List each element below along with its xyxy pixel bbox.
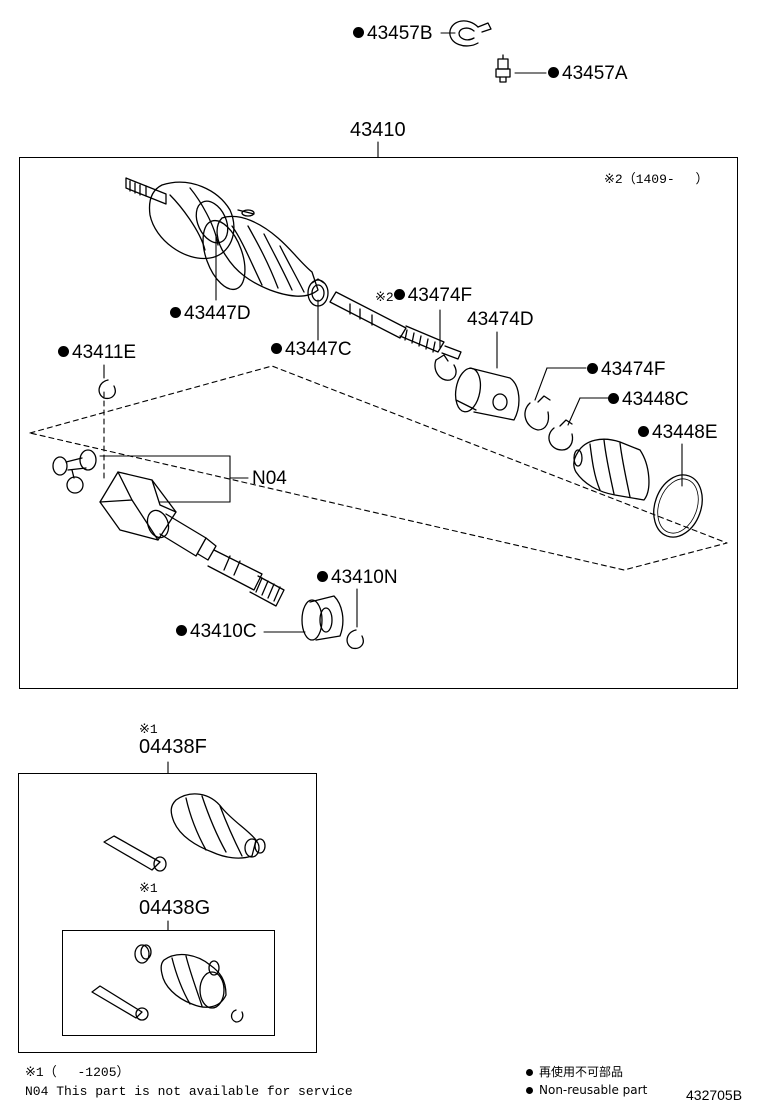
main-assembly-frame <box>19 157 738 689</box>
part-label-43410n[interactable]: 43410N <box>317 568 398 587</box>
non-reusable-dot-icon <box>176 625 187 636</box>
part-label-04438f[interactable]: 04438F <box>139 736 207 758</box>
boot-clamp-43448c <box>548 419 574 451</box>
non-reusable-dot-icon <box>587 363 598 374</box>
part-label-43410[interactable]: 43410 <box>350 119 406 141</box>
boot-clamp-43447c <box>307 278 329 307</box>
non-reusable-dot-icon <box>58 346 69 357</box>
non-reusable-dot-icon <box>271 343 282 354</box>
part-label-43457b[interactable]: 43457B <box>353 24 433 43</box>
kit-04438f-note: ※1 <box>139 722 158 737</box>
boot-kit-04438f-contents <box>103 793 266 872</box>
range-note: ※2（1409- ） <box>604 172 709 187</box>
snap-ring-43411e <box>98 379 116 400</box>
boot-clamp-43447d <box>202 219 246 291</box>
part-label-43448c[interactable]: 43448C <box>608 390 689 409</box>
non-reusable-dot-icon <box>170 307 181 318</box>
tripod-joint <box>52 449 97 494</box>
leader-lines <box>99 32 683 931</box>
inboard-joint-group-outline <box>29 365 728 571</box>
diagram-id: 432705B <box>686 1087 743 1103</box>
part-label-43474d[interactable]: 43474D <box>467 309 534 330</box>
legend: 再使用不可部品 Non-reusable part <box>526 1063 647 1099</box>
inboard-joint-housing <box>99 471 177 541</box>
non-reusable-dot-icon <box>608 393 619 404</box>
part-label-n04[interactable]: N04 <box>252 468 287 489</box>
outboard-joint-assembly <box>125 177 319 297</box>
bearing-43410c <box>301 595 344 641</box>
part-label-43457a[interactable]: 43457A <box>548 64 628 83</box>
part-label-43410c[interactable]: 43410C <box>176 622 257 641</box>
part-label-43474f-side[interactable]: 43474F <box>587 360 665 379</box>
part-label-43448e[interactable]: 43448E <box>638 423 718 442</box>
part-label-43411e[interactable]: 43411E <box>58 343 136 362</box>
boot-clamp-43448e <box>653 474 703 538</box>
boot-kit-frame-inner <box>62 930 275 1036</box>
grease-fitting-43457a <box>495 54 511 83</box>
boot-kit-04438g-contents <box>91 944 244 1023</box>
legend-row-jp: 再使用不可部品 <box>526 1063 647 1081</box>
non-reusable-dot-icon <box>638 426 649 437</box>
inboard-boot <box>573 438 650 501</box>
legend-row-en: Non-reusable part <box>526 1081 647 1099</box>
bullet-icon <box>526 1069 533 1076</box>
non-reusable-dot-icon <box>353 27 364 38</box>
non-reusable-dot-icon <box>548 67 559 78</box>
part-label-04438g[interactable]: 04438G <box>139 897 211 919</box>
damper-clamp-43474f-1 <box>434 354 457 381</box>
boot-kit-frame-outer <box>18 773 317 1053</box>
non-reusable-dot-icon <box>393 289 405 300</box>
snap-ring-43410n <box>346 629 364 650</box>
part-label-43447d[interactable]: 43447D <box>170 304 251 323</box>
footnote-1: ※1（ -1205） <box>25 1065 130 1080</box>
drive-shaft <box>329 291 462 360</box>
non-reusable-dot-icon <box>317 571 328 582</box>
kit-04438g-note: ※1 <box>139 881 158 896</box>
damper-clamp-43474f-2 <box>524 395 551 431</box>
footnote-n04: N04 This part is not available for servi… <box>25 1084 353 1099</box>
part-label-43447c[interactable]: 43447C <box>271 340 352 359</box>
bullet-icon <box>526 1087 533 1094</box>
band-clamp-43457b <box>449 20 492 47</box>
inboard-shaft <box>159 513 285 607</box>
dynamic-damper-43474d <box>454 367 520 421</box>
